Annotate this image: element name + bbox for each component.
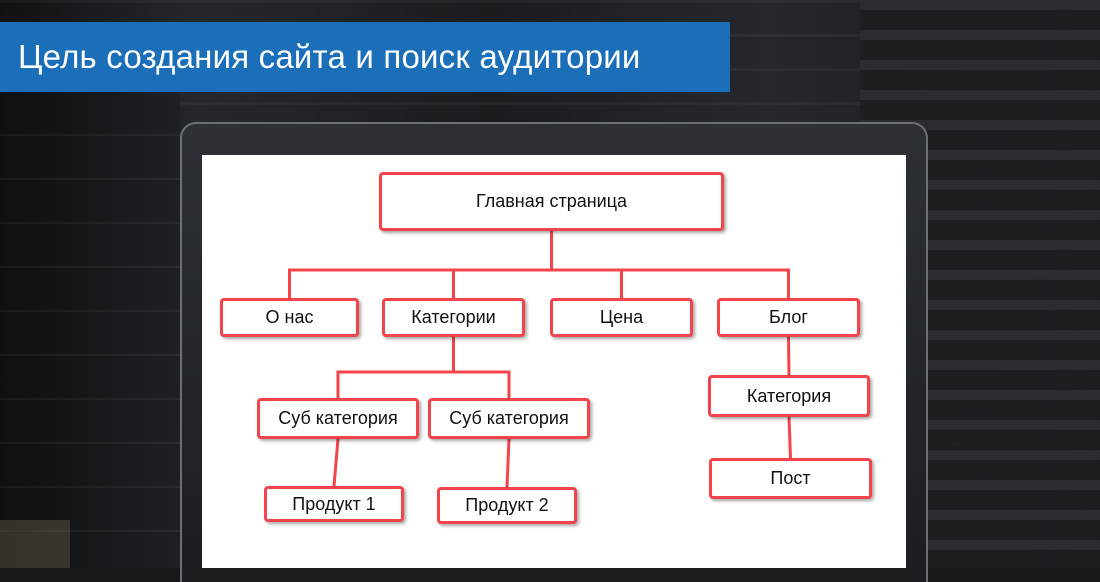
node-root-label: Главная страница xyxy=(475,191,628,211)
node-post: Пост xyxy=(709,458,872,499)
node-blog: Блог xyxy=(717,298,860,337)
page-title: Цель создания сайта и поиск аудитории xyxy=(18,38,641,75)
background-left-panel xyxy=(0,90,180,568)
diagram-connectors xyxy=(288,229,793,489)
site-structure-diagram: Главная страница О нас Категории Цена Бл… xyxy=(202,155,906,568)
title-banner: Цель создания сайта и поиск аудитории xyxy=(0,22,730,92)
node-product-1-label: Продукт 1 xyxy=(292,493,376,514)
node-product-2: Продукт 2 xyxy=(437,487,577,524)
node-price: Цена xyxy=(550,298,693,337)
node-sub-category-2: Суб категория xyxy=(428,398,590,439)
connector-vertical-12 xyxy=(786,335,791,377)
node-sub-category-1: Суб категория xyxy=(257,398,419,439)
node-blog-category-label: Категория xyxy=(746,385,832,406)
node-sub-category-2-label: Суб категория xyxy=(449,408,569,428)
connector-vertical-10 xyxy=(332,437,340,488)
node-sub-category-1-label: Суб категория xyxy=(278,408,398,428)
node-root: Главная страница xyxy=(379,172,724,231)
connector-vertical-13 xyxy=(787,415,793,460)
node-blog-category: Категория xyxy=(708,375,870,417)
node-price-label: Цена xyxy=(599,307,644,327)
node-categories: Категории xyxy=(382,298,525,337)
node-blog-label: Блог xyxy=(769,307,808,327)
node-post-label: Пост xyxy=(770,468,811,488)
node-about-label: О нас xyxy=(265,307,314,327)
background-corner-object xyxy=(0,520,70,568)
connector-vertical-11 xyxy=(505,437,511,489)
node-categories-label: Категории xyxy=(411,307,496,327)
node-about: О нас xyxy=(220,298,359,337)
node-product-2-label: Продукт 2 xyxy=(465,495,549,515)
node-product-1: Продукт 1 xyxy=(264,486,404,522)
